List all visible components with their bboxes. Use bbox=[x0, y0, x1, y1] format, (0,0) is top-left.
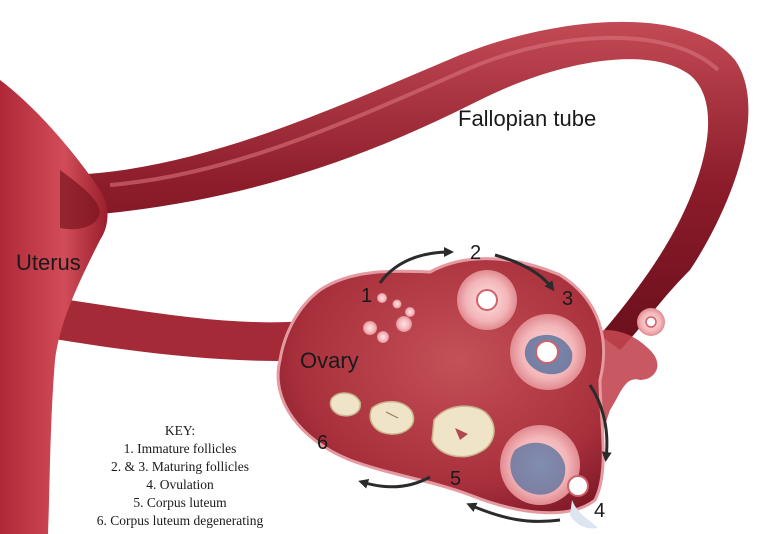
key-item: 6. Corpus luteum degenerating bbox=[50, 512, 310, 530]
key-title: KEY: bbox=[50, 422, 310, 440]
key-item: 1. Immature follicles bbox=[50, 440, 310, 458]
key-legend: KEY: 1. Immature follicles 2. & 3. Matur… bbox=[50, 422, 310, 530]
label-ovary: Ovary bbox=[300, 348, 359, 374]
stage-number-4: 4 bbox=[594, 500, 605, 523]
stage-number-3: 3 bbox=[562, 288, 573, 311]
stage-number-2: 2 bbox=[470, 242, 481, 265]
stage-number-6: 6 bbox=[317, 432, 328, 455]
label-uterus: Uterus bbox=[16, 250, 81, 276]
stage-number-5: 5 bbox=[450, 468, 461, 491]
ovarian-ligament bbox=[30, 295, 320, 361]
key-item: 5. Corpus luteum bbox=[50, 494, 310, 512]
key-item: 4. Ovulation bbox=[50, 476, 310, 494]
corpus-luteum bbox=[432, 406, 494, 457]
maturing-follicle-3 bbox=[510, 314, 586, 390]
label-fallopian-tube: Fallopian tube bbox=[458, 106, 596, 132]
key-item: 2. & 3. Maturing follicles bbox=[50, 458, 310, 476]
stage-number-1: 1 bbox=[361, 285, 372, 308]
maturing-follicle-2 bbox=[457, 270, 517, 330]
